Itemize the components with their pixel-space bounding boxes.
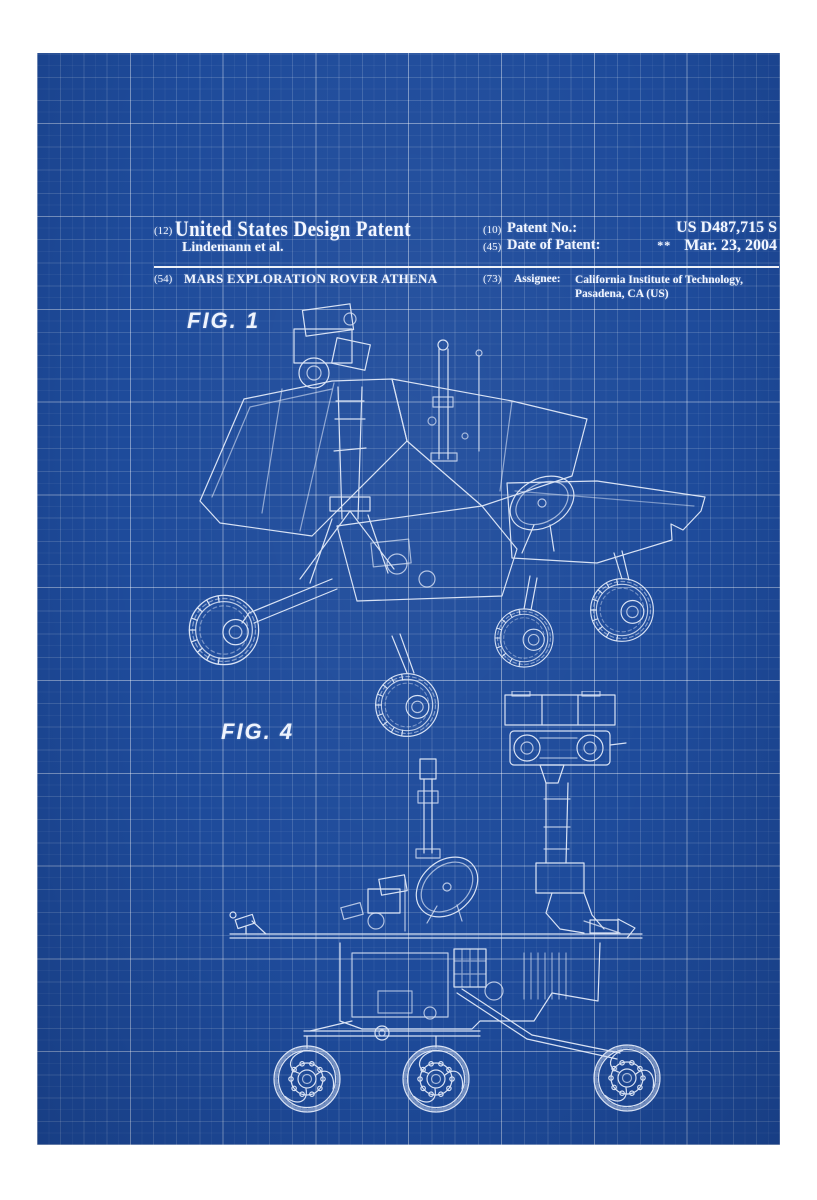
- date-marker: **: [657, 238, 672, 252]
- inventors-line: Lindemann et al.: [182, 240, 284, 255]
- patent-no-label: Patent No.:: [507, 220, 578, 236]
- assignee-location: Pasadena, CA (US): [575, 288, 669, 300]
- patent-title: MARS EXPLORATION ROVER ATHENA: [184, 271, 438, 286]
- fig1-label: FIG. 1: [187, 308, 261, 333]
- fig1-rover-perspective-drawing: [188, 303, 706, 737]
- assignee-label: Assignee:: [514, 273, 561, 285]
- assignee-code: (73): [483, 273, 502, 285]
- patent-no-code: (10): [483, 224, 502, 236]
- date-label: Date of Patent:: [507, 237, 601, 253]
- fig4-label: FIG. 4: [221, 719, 295, 744]
- title-code: (54): [154, 273, 173, 285]
- doc-type-title: United States Design Patent: [175, 216, 412, 241]
- blueprint-panel: (12) United States Design Patent Lindema…: [37, 53, 780, 1145]
- patent-no-value: US D487,715 S: [676, 219, 777, 236]
- doc-code: (12): [154, 225, 173, 237]
- header-divider: [154, 266, 779, 268]
- date-value: Mar. 23, 2004: [684, 237, 777, 254]
- fig4-rover-side-drawing: [229, 691, 672, 1121]
- date-value-group: ** Mar. 23, 2004: [597, 237, 777, 255]
- assignee-name: California Institute of Technology,: [575, 274, 744, 286]
- date-code: (45): [483, 241, 502, 253]
- assignee-value: California Institute of Technology, Pasa…: [575, 273, 790, 301]
